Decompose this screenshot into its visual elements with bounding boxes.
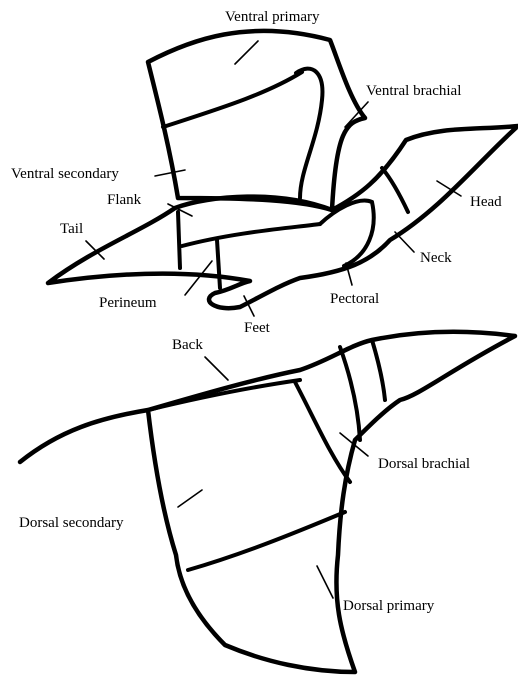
dorsal-outline [20, 332, 515, 672]
label-head: Head [470, 195, 502, 210]
ventral-division-flank-top [178, 212, 180, 268]
label-ventral-primary: Ventral primary [225, 10, 320, 25]
dorsal-division-shoulder [340, 347, 360, 440]
leader-dorsal-brachial [340, 433, 368, 456]
ventral-body-outline [48, 126, 518, 308]
dorsal-division-head [372, 340, 385, 400]
dorsal-division-brachial [295, 382, 350, 482]
label-neck: Neck [420, 251, 452, 266]
label-feet: Feet [244, 321, 270, 336]
ventral-division-leg-left [217, 240, 220, 288]
leader-lines [86, 41, 461, 598]
leader-neck [395, 232, 414, 252]
ventral-wing-division-1 [163, 72, 302, 127]
label-pectoral: Pectoral [330, 292, 379, 307]
leader-ventral-secondary [155, 170, 185, 176]
leader-dorsal-primary [317, 566, 333, 598]
label-dorsal-secondary: Dorsal secondary [19, 516, 124, 531]
label-dorsal-brachial: Dorsal brachial [378, 457, 470, 472]
dorsal-division-primary [188, 512, 345, 570]
dorsal-view-drawing [20, 332, 515, 672]
label-ventral-brachial: Ventral brachial [366, 84, 461, 99]
label-dorsal-primary: Dorsal primary [343, 599, 434, 614]
label-back: Back [172, 338, 203, 353]
leader-dorsal-secondary [178, 490, 202, 507]
ventral-division-leg-top [182, 224, 320, 246]
label-perineum: Perineum [99, 296, 157, 311]
dorsal-division-back [148, 380, 300, 410]
leader-back [205, 357, 228, 380]
leader-ventral-primary [235, 41, 258, 64]
leader-perineum [185, 261, 212, 295]
ventral-wing-division-2 [296, 69, 322, 198]
label-tail: Tail [60, 222, 83, 237]
label-ventral-secondary: Ventral secondary [11, 167, 119, 182]
label-flank: Flank [107, 193, 141, 208]
ventral-division-neck [382, 168, 408, 212]
